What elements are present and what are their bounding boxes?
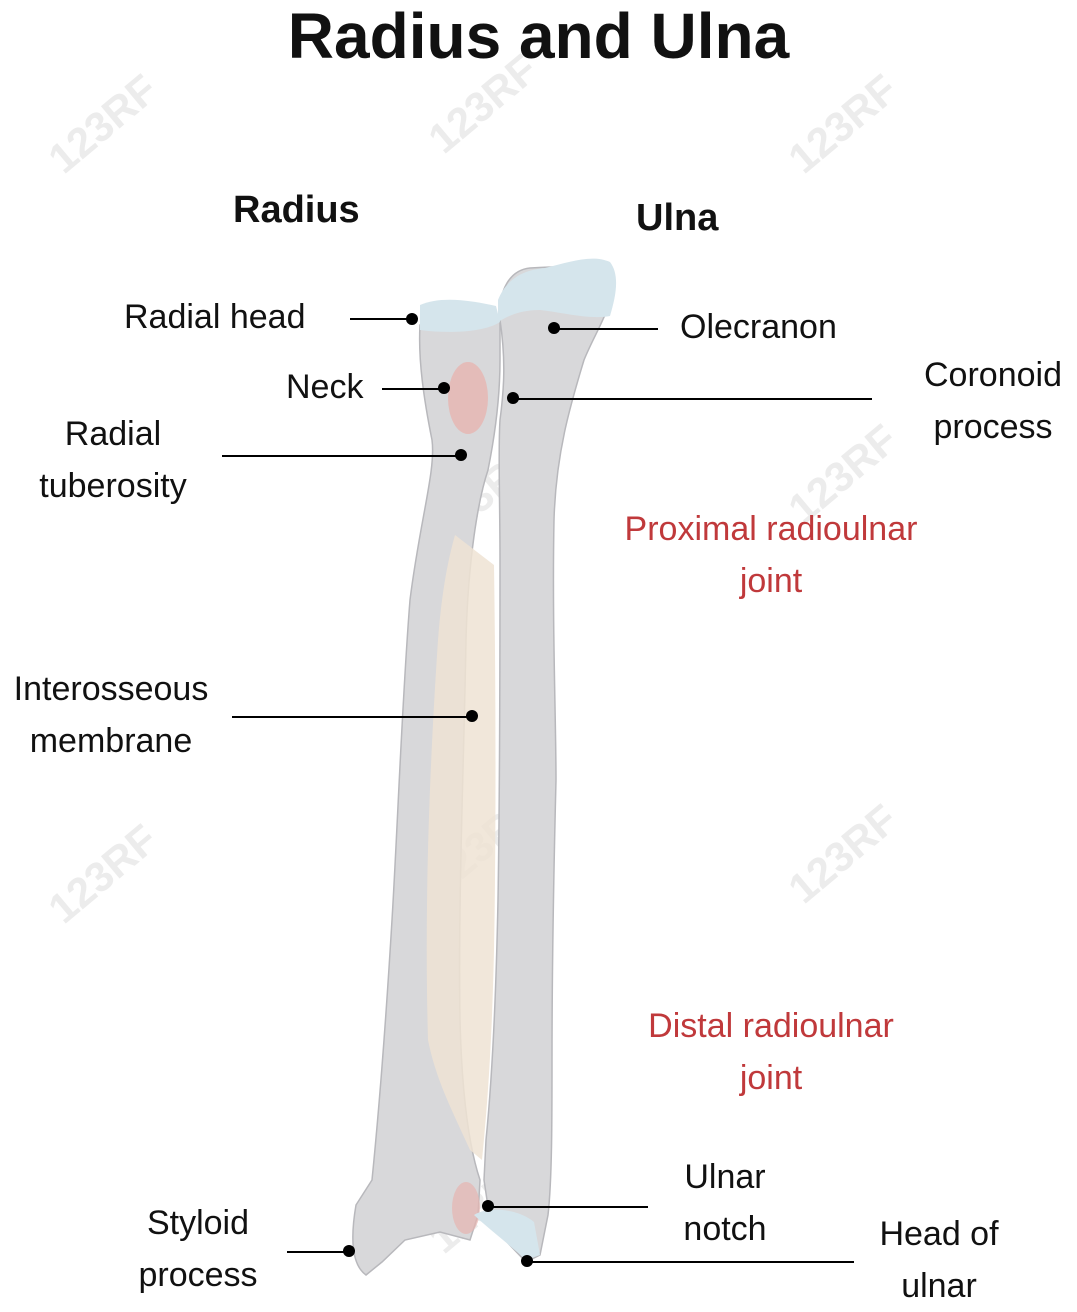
label-olecranon: Olecranon xyxy=(680,308,837,346)
label-line: Styloid xyxy=(146,1204,250,1242)
leader-radial-tuberosity xyxy=(222,455,460,457)
marker-radial-head xyxy=(406,313,418,325)
label-line: Proximal radioulnar xyxy=(624,510,918,548)
leader-coronoid-process xyxy=(514,398,872,400)
label-line: Interosseous xyxy=(13,670,209,708)
marker-interosseous-membrane xyxy=(466,710,478,722)
label-line: process xyxy=(138,1256,258,1294)
label-line: notch xyxy=(683,1210,767,1248)
label-styloid-process: Styloid process xyxy=(128,1197,268,1301)
interosseous-membrane-shape xyxy=(426,535,496,1160)
ulna-bone xyxy=(483,265,614,1263)
radius-heading: Radius xyxy=(233,189,360,231)
label-neck: Neck xyxy=(286,368,364,406)
leader-interosseous-membrane xyxy=(232,716,470,718)
label-line: ulnar xyxy=(901,1267,977,1305)
marker-neck xyxy=(438,382,450,394)
marker-ulnar-notch xyxy=(482,1200,494,1212)
label-line: joint xyxy=(739,562,803,600)
label-head-of-ulnar: Head of ulnar xyxy=(862,1208,1016,1312)
radial-head-cartilage xyxy=(420,299,500,332)
label-line: Coronoid xyxy=(924,356,1062,394)
leader-olecranon xyxy=(554,328,658,330)
leader-head-of-ulnar xyxy=(528,1261,854,1263)
label-distal-radioulnar-joint: Distal radioulnar joint xyxy=(596,1000,946,1104)
label-ulnar-notch: Ulnar notch xyxy=(660,1151,790,1255)
label-line: Radial xyxy=(64,415,162,453)
label-radial-tuberosity: Radial tuberosity xyxy=(18,408,208,512)
leader-ulnar-notch xyxy=(488,1206,648,1208)
label-line: membrane xyxy=(29,722,193,760)
label-proximal-radioulnar-joint: Proximal radioulnar joint xyxy=(586,503,956,607)
ulna-heading: Ulna xyxy=(636,197,719,239)
label-line: Ulnar xyxy=(684,1158,766,1196)
distal-joint-highlight xyxy=(452,1182,480,1234)
label-line: tuberosity xyxy=(39,467,187,505)
leader-styloid-process xyxy=(287,1251,347,1253)
marker-head-of-ulnar xyxy=(521,1255,533,1267)
label-coronoid-process: Coronoid process xyxy=(910,349,1076,453)
leader-radial-head xyxy=(350,318,412,320)
marker-styloid-process xyxy=(343,1245,355,1257)
page-title: Radius and Ulna xyxy=(287,0,790,72)
label-line: Head of xyxy=(879,1215,999,1253)
proximal-joint-highlight xyxy=(448,362,488,434)
ulnar-head-cartilage xyxy=(474,1209,540,1260)
olecranon-cartilage xyxy=(498,258,617,322)
label-radial-head: Radial head xyxy=(124,298,306,336)
label-interosseous-membrane: Interosseous membrane xyxy=(0,663,222,767)
label-line: joint xyxy=(739,1059,803,1097)
marker-radial-tuberosity xyxy=(455,449,467,461)
marker-coronoid-process xyxy=(507,392,519,404)
marker-olecranon xyxy=(548,322,560,334)
label-line: process xyxy=(933,408,1053,446)
leader-neck xyxy=(382,388,442,390)
label-line: Distal radioulnar xyxy=(648,1007,894,1045)
